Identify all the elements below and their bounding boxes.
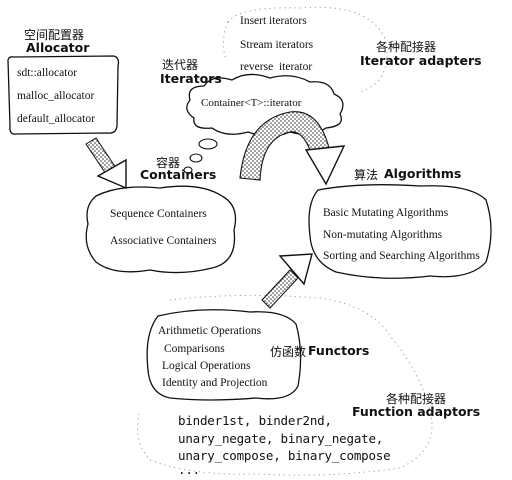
algorithms-title-en: Algorithms [384, 166, 462, 181]
algorithm-item: Non-mutating Algorithms [323, 229, 443, 241]
algorithm-item: Basic Mutating Algorithms [323, 207, 449, 219]
function-adaptor-code: binder1st, binder2nd, [178, 413, 332, 428]
function-adaptor-code: unary_negate, binary_negate, [178, 431, 384, 446]
function-adaptor-code: unary_compose, binary_compose [178, 448, 391, 463]
thought-bubble-1 [198, 138, 218, 150]
algorithm-item: Sorting and Searching Algorithms [323, 250, 480, 262]
function-adaptor-code: ... [178, 462, 200, 477]
iterator-adapters-region [222, 6, 388, 93]
arrow-allocator-to-containers [85, 137, 127, 190]
functor-item: Arithmetic Operations [158, 325, 262, 337]
function-adaptors-region [137, 294, 433, 476]
functor-item: Identity and Projection [162, 377, 268, 389]
allocator-item: malloc_allocator [17, 90, 95, 102]
container-item: Associative Containers [110, 235, 217, 247]
thought-bubble-2 [189, 153, 203, 163]
allocator-box [7, 55, 120, 135]
functor-item: Comparisons [164, 343, 225, 355]
functors-blob [146, 309, 302, 401]
functor-item: Logical Operations [162, 360, 251, 372]
container-item: Sequence Containers [110, 208, 207, 220]
containers-blob [85, 185, 237, 274]
iterators-title-cn: 迭代器 [162, 58, 199, 72]
functors-title-cn: 仿函数 [270, 345, 307, 359]
iterators-title-en: Iterators [160, 71, 222, 86]
iterator-adapter-item: reverse iterator [240, 61, 313, 73]
algorithms-blob [308, 184, 492, 279]
functors-title-en: Functors [308, 343, 370, 358]
allocator-item: default_allocator [17, 113, 95, 125]
containers-title-en: Containers [140, 167, 217, 182]
allocator-item: sdt::allocator [17, 67, 78, 79]
iterator-adapter-item: Insert iterators [240, 15, 307, 27]
allocator-title-en: Allocator [26, 40, 90, 55]
iterator-adapter-item: Stream iterators [240, 39, 314, 51]
iterator-adapters-title-cn: 各种配接器 [376, 40, 437, 54]
thought-bubble-3 [183, 166, 193, 174]
function-adaptors-title-cn: 各种配接器 [386, 392, 447, 406]
iterator-adapters-title-en: Iterator adapters [360, 53, 482, 68]
algorithms-title-cn: 算法 [354, 168, 379, 182]
allocator-title-cn: 空间配置器 [24, 28, 85, 42]
iterator-cloud-text: Container<T>::iterator [201, 97, 302, 109]
function-adaptors-title-en: Function adaptors [352, 404, 481, 419]
containers-title-cn: 容器 [156, 156, 181, 170]
arrow-functors-to-algorithms [261, 253, 313, 309]
arrow-iterators-to-algorithms [239, 111, 346, 186]
